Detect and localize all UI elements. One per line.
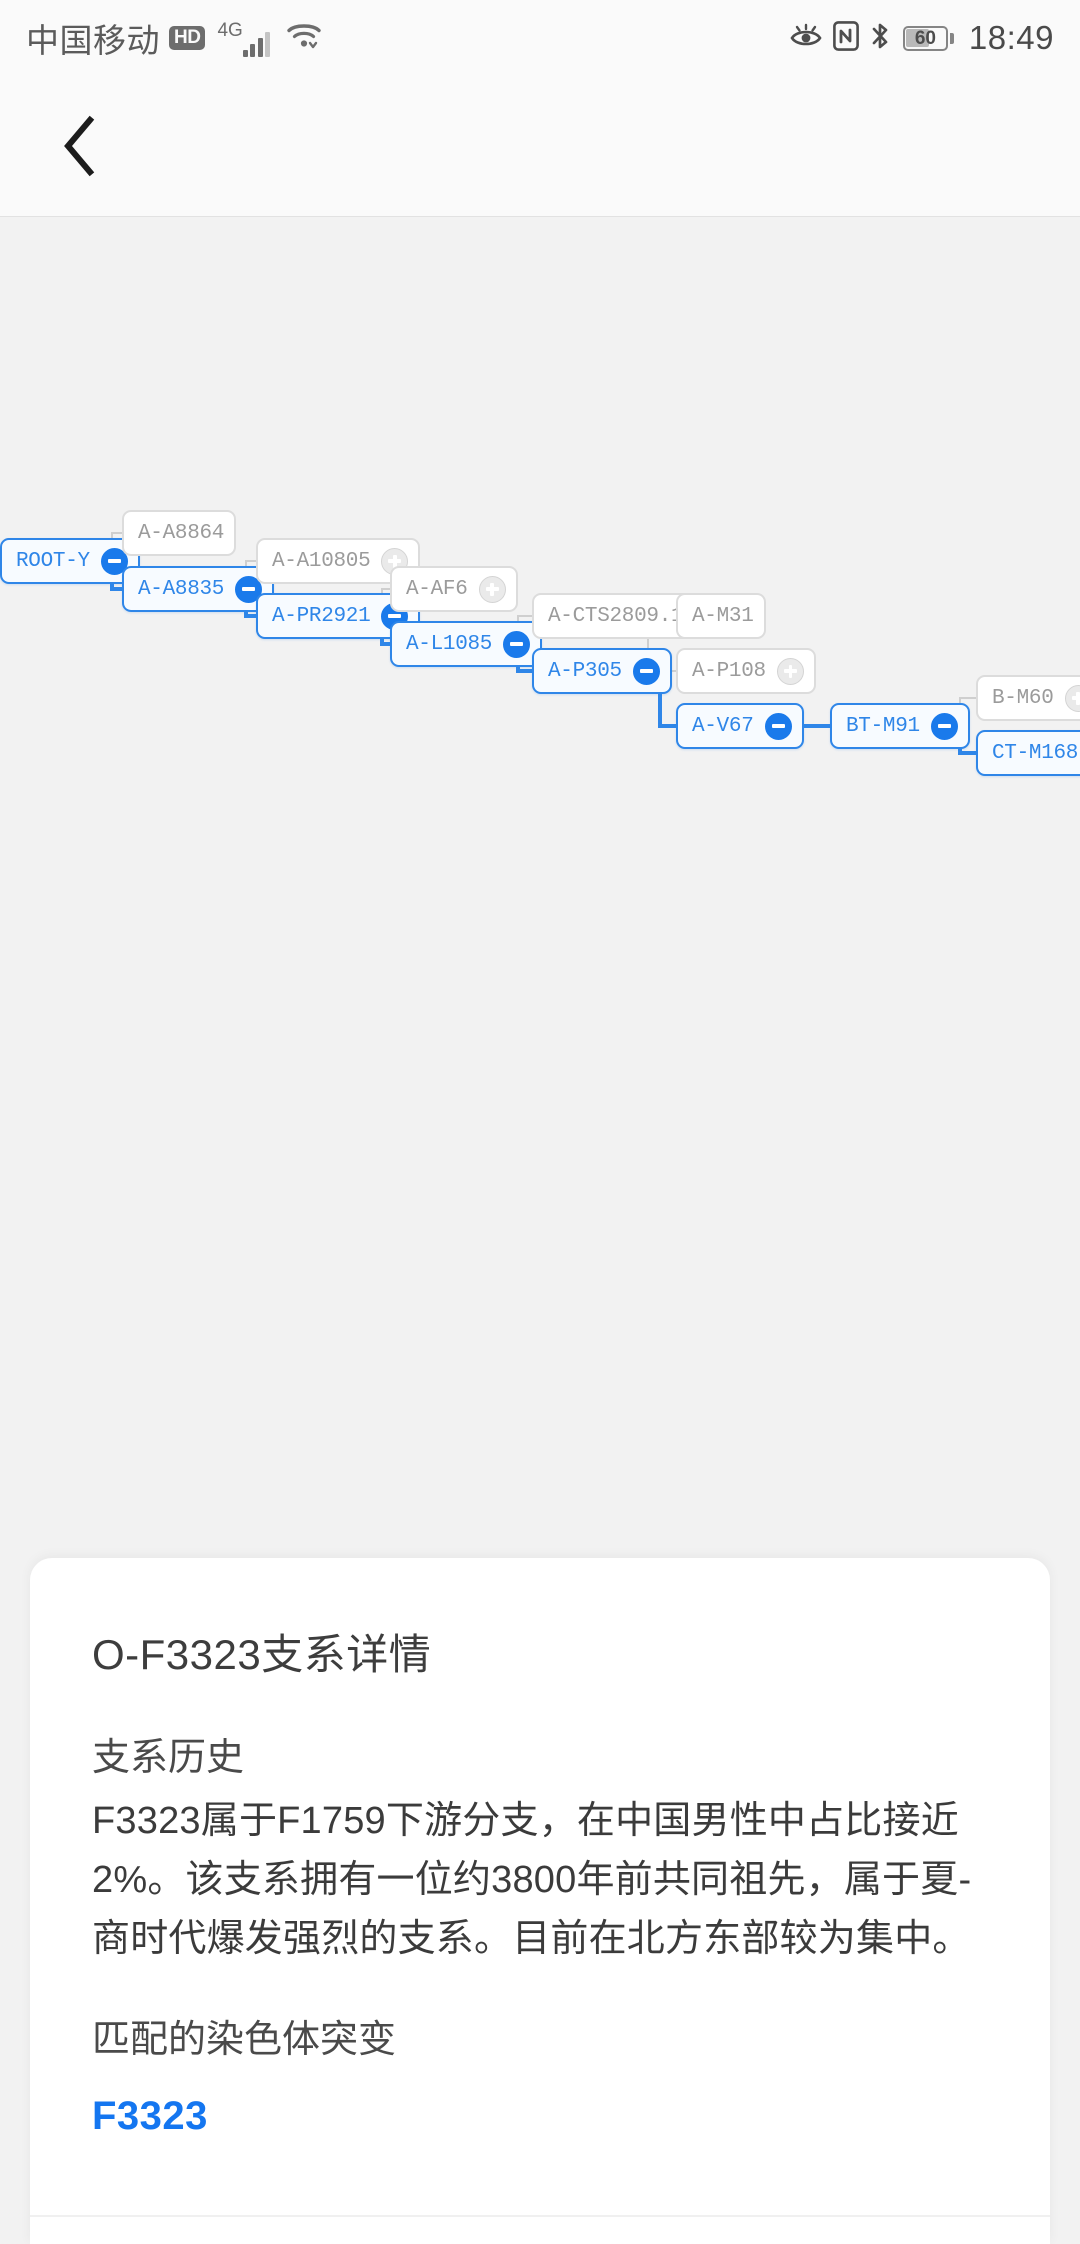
tree-node-a-p108[interactable]: A-P108 (676, 648, 816, 694)
tree-node-label: A-L1085 (406, 632, 493, 656)
clock-label: 18:49 (968, 19, 1054, 56)
nfc-icon (833, 20, 859, 56)
collapse-minus-icon[interactable] (930, 712, 958, 740)
collapse-minus-icon[interactable] (503, 630, 531, 658)
tree-node-label: A-A8864 (138, 521, 225, 545)
expand-plus-icon[interactable] (478, 575, 506, 603)
tree-node-bt-m91[interactable]: BT-M91 (830, 703, 970, 749)
tree-node-label: A-AF6 (406, 577, 468, 601)
collapse-minus-icon[interactable] (632, 657, 660, 685)
tree-node-label: B-M60 (992, 686, 1054, 710)
tree-node-label: ROOT-Y (16, 549, 90, 573)
collapse-minus-icon[interactable] (764, 712, 792, 740)
tree-node-label: A-M31 (692, 604, 754, 628)
mutation-section-heading: 匹配的染色体突变 (92, 2019, 397, 2062)
expand-plus-icon[interactable] (1064, 684, 1080, 712)
status-bar: 中国移动 HD 4G (0, 0, 1080, 76)
tree-node-label: A-CTS2809.1 (548, 604, 684, 628)
tree-node-a-a8864[interactable]: A-A8864 (122, 510, 237, 556)
tree-node-a-af6[interactable]: A-AF6 (390, 566, 518, 612)
battery-icon: 60 (902, 25, 954, 51)
tree-node-a-v67[interactable]: A-V67 (676, 703, 804, 749)
tree-node-b-m60[interactable]: B-M60 (976, 675, 1080, 721)
history-body-text: F3323属于F1759下游分支，在中国男性中占比接近2%。该支系拥有一位约38… (92, 1799, 972, 1960)
eye-comfort-icon (790, 22, 822, 55)
network-type-label: 4G (217, 19, 243, 41)
wifi-icon (286, 21, 322, 54)
expand-plus-icon[interactable] (776, 657, 804, 685)
back-chevron-icon (58, 114, 102, 183)
tree-node-label: A-P108 (692, 659, 766, 683)
tree-node-a-p305[interactable]: A-P305 (532, 648, 672, 694)
tree-node-root-y[interactable]: ROOT-Y (0, 538, 140, 584)
card-title: O-F3323支系详情 (92, 1631, 432, 1678)
back-button[interactable] (40, 108, 120, 188)
tree-connector-lines (96, 532, 976, 755)
tree-node-a-a8835[interactable]: A-A8835 (122, 566, 275, 612)
status-bar-left: 中国移动 HD 4G (26, 14, 322, 62)
battery-level-label: 60 (914, 27, 936, 49)
haplogroup-tree-canvas[interactable]: ROOT-Y A-A8864 A-A8835 A-A10805 A-PR2921… (0, 218, 1080, 1558)
tree-node-a-m31[interactable]: A-M31 (676, 593, 766, 639)
tree-node-label: A-A10805 (272, 549, 371, 573)
bluetooth-icon (870, 21, 890, 56)
card-divider (30, 2215, 1050, 2217)
tree-node-label: A-P305 (548, 659, 622, 683)
history-section-heading: 支系历史 (92, 1737, 245, 1780)
navigation-bar (0, 76, 1080, 217)
tree-node-label: A-PR2921 (272, 604, 371, 628)
tree-node-label: A-V67 (692, 714, 754, 738)
hd-badge-icon: HD (169, 26, 206, 50)
tree-node-label: CT-M168 (992, 741, 1079, 765)
tree-node-label: BT-M91 (846, 714, 920, 738)
tree-node-label: A-A8835 (138, 577, 225, 601)
tree-node-a-l1085[interactable]: A-L1085 (390, 621, 543, 667)
status-bar-right: 60 18:49 (790, 19, 1054, 57)
snp-mutation-link[interactable]: F3323 (92, 2093, 208, 2138)
tree-node-ct-m168[interactable]: CT-M168 (976, 730, 1080, 776)
carrier-label: 中国移动 (26, 22, 160, 59)
branch-detail-card: O-F3323支系详情 支系历史 F3323属于F1759下游分支，在中国男性中… (30, 1558, 1050, 2244)
signal-bars-icon (242, 31, 271, 57)
cellular-signal-icon: 4G (217, 19, 271, 57)
